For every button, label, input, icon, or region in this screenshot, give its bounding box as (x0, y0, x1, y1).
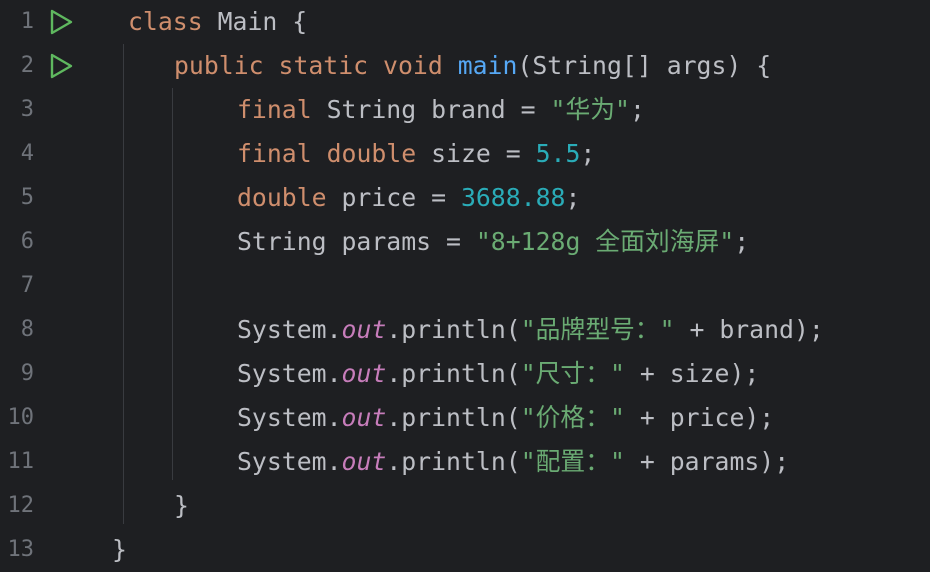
code-line[interactable]: } (112, 528, 127, 572)
code-token: System. (237, 359, 342, 388)
code-token: ; (565, 183, 581, 212)
code-token: System. (237, 315, 342, 344)
code-token (368, 51, 383, 80)
code-token: 5.5 (535, 139, 581, 168)
code-token: void (383, 51, 443, 80)
code-token: "尺寸：" (520, 359, 625, 388)
code-token: class (128, 7, 203, 36)
code-token: 3688.88 (460, 183, 566, 212)
code-line[interactable]: System.out.println("价格：" + price); (237, 396, 774, 440)
code-token: ; (629, 95, 645, 124)
code-token: String brand = (311, 95, 551, 124)
indent-guide (123, 44, 124, 524)
line-number: 5 (20, 185, 34, 210)
code-token: static (278, 51, 369, 80)
line-number: 12 (7, 493, 35, 518)
code-line[interactable]: System.out.println("品牌型号：" + brand); (237, 308, 824, 352)
code-line[interactable]: final double size = 5.5; (237, 132, 595, 176)
code-token: + brand); (674, 315, 824, 344)
code-token: "8+128g 全面刘海屏" (475, 227, 735, 256)
code-line[interactable]: final String brand = "华为"; (237, 88, 645, 132)
line-number: 11 (7, 449, 35, 474)
code-token: + size); (624, 359, 760, 388)
line-number: 9 (20, 361, 34, 386)
code-token: out (341, 403, 387, 432)
code-line[interactable]: String params = "8+128g 全面刘海屏"; (237, 220, 749, 264)
code-line[interactable]: public static void main(String[] args) { (174, 44, 771, 88)
run-gutter-icon[interactable] (48, 53, 74, 79)
code-token: .println( (386, 315, 521, 344)
line-number: 6 (20, 229, 34, 254)
code-token (443, 51, 458, 80)
code-token: } (174, 491, 189, 520)
code-token: (String[] args) { (517, 51, 772, 80)
run-gutter-icon[interactable] (48, 9, 74, 35)
code-token (312, 139, 327, 168)
code-token: + price); (624, 403, 775, 432)
code-token: "配置：" (520, 447, 625, 476)
indent-guide (172, 88, 173, 480)
code-token: "价格：" (520, 403, 625, 432)
code-token: System. (237, 447, 342, 476)
code-token: .println( (386, 403, 521, 432)
code-token: out (341, 359, 387, 388)
code-token: price = (326, 183, 461, 212)
line-number: 3 (20, 97, 34, 122)
code-token: + params); (624, 447, 790, 476)
line-number: 8 (20, 317, 34, 342)
code-token: main (457, 51, 518, 80)
code-line[interactable]: } (174, 484, 189, 528)
code-token: public (174, 51, 264, 80)
code-token: "华为" (550, 95, 630, 124)
code-token: } (112, 535, 127, 564)
line-number: 4 (20, 141, 34, 166)
code-token: .println( (386, 359, 521, 388)
code-token: size = (416, 139, 536, 168)
code-line[interactable]: class Main { (128, 0, 307, 44)
code-token (264, 51, 279, 80)
line-number: 13 (7, 537, 35, 562)
code-line[interactable]: double price = 3688.88; (237, 176, 580, 220)
code-token: System. (237, 403, 342, 432)
code-token: ; (734, 227, 750, 256)
code-token: out (341, 315, 387, 344)
line-number: 1 (20, 9, 34, 34)
line-number: 7 (20, 273, 34, 298)
code-token: double (237, 183, 327, 212)
code-token: final (237, 95, 312, 124)
code-token: .println( (386, 447, 521, 476)
code-line[interactable]: System.out.println("配置：" + params); (237, 440, 789, 484)
code-token: Main { (202, 7, 308, 36)
code-token: String params = (237, 227, 476, 256)
code-token: "品牌型号：" (520, 315, 675, 344)
code-token: double (326, 139, 417, 168)
code-token: out (341, 447, 387, 476)
code-token: ; (580, 139, 596, 168)
code-line[interactable]: System.out.println("尺寸：" + size); (237, 352, 759, 396)
line-number: 2 (20, 53, 34, 78)
line-number: 10 (7, 405, 35, 430)
code-token: final (237, 139, 312, 168)
